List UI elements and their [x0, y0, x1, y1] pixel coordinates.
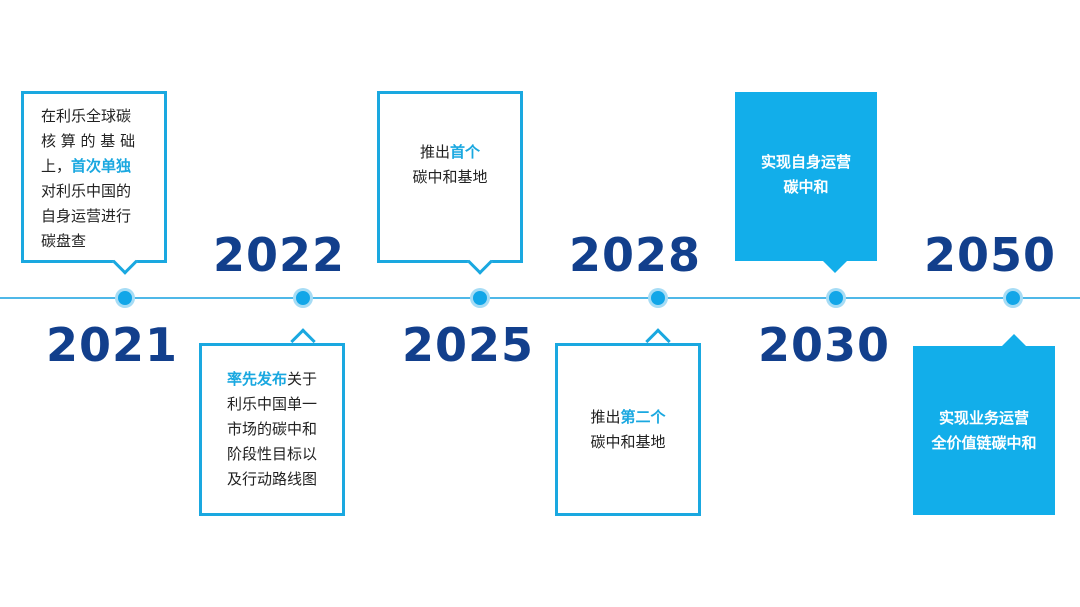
text-line: 推出 — [590, 407, 621, 426]
highlight-text: 首个 — [449, 143, 480, 161]
text-line: 对利乐中国的 — [41, 182, 132, 200]
highlight-text: 率先发布 — [226, 370, 287, 388]
text-line: 上， — [41, 157, 72, 175]
text-line: 碳中和基地 — [412, 168, 488, 186]
timeline-dot-2021 — [118, 291, 132, 305]
text-line: 市场的碳中和 — [226, 420, 317, 438]
highlight-text: 第二个 — [620, 407, 666, 426]
milestone-card-2028: 推出第二个 碳中和基地 — [555, 343, 701, 516]
milestone-card-2021: 在利乐全球碳 核 算 的 基 础 上，首次单独 对利乐中国的 自身运营进行 碳盘… — [21, 91, 167, 263]
year-label-2021: 2021 — [46, 318, 179, 372]
milestone-text-2025: 推出首个 碳中和基地 — [402, 94, 497, 190]
milestone-text-2030: 实现自身运营 碳中和 — [751, 92, 861, 200]
timeline-dot-2022 — [296, 291, 310, 305]
year-label-2030: 2030 — [758, 318, 891, 372]
year-label-2028: 2028 — [569, 228, 702, 282]
timeline-dot-2025 — [473, 291, 487, 305]
text-line: 利乐中国单一 — [226, 395, 317, 413]
highlight-text: 首次单独 — [71, 157, 132, 175]
pointer-up-2050 — [1002, 334, 1026, 346]
year-label-2022: 2022 — [213, 228, 346, 282]
text-line: 实现自身运营 — [760, 153, 851, 171]
text-line: 核 算 的 基 础 — [41, 132, 136, 150]
text-line: 在利乐全球碳 — [41, 107, 132, 125]
text-line: 碳中和基地 — [590, 432, 666, 451]
milestone-card-2025: 推出首个 碳中和基地 — [377, 91, 523, 263]
milestone-card-2022: 率先发布关于 利乐中国单一 市场的碳中和 阶段性目标以 及行动路线图 — [199, 343, 345, 516]
text-line: 实现业务运营 — [938, 408, 1029, 427]
milestone-card-2050: 实现业务运营 全价值链碳中和 — [913, 346, 1055, 515]
text-line: 碳盘查 — [41, 232, 87, 250]
milestone-card-2030: 实现自身运营 碳中和 — [735, 92, 877, 261]
milestone-text-2028: 推出第二个 碳中和基地 — [580, 405, 675, 455]
text-line: 推出 — [419, 143, 450, 161]
year-label-2025: 2025 — [402, 318, 535, 372]
text-line: 碳中和 — [783, 178, 829, 196]
text-line: 及行动路线图 — [226, 470, 317, 488]
timeline-dot-2028 — [651, 291, 665, 305]
timeline-dot-2050 — [1006, 291, 1020, 305]
timeline-dot-2030 — [829, 291, 843, 305]
text-line: 全价值链碳中和 — [931, 433, 1037, 452]
milestone-text-2050: 实现业务运营 全价值链碳中和 — [921, 406, 1046, 456]
milestone-text-2022: 率先发布关于 利乐中国单一 市场的碳中和 阶段性目标以 及行动路线图 — [217, 367, 327, 492]
milestone-text-2021: 在利乐全球碳 核 算 的 基 础 上，首次单独 对利乐中国的 自身运营进行 碳盘… — [24, 94, 135, 254]
text-line: 关于 — [287, 370, 318, 388]
year-label-2050: 2050 — [924, 228, 1057, 282]
timeline-axis — [0, 297, 1080, 299]
text-line: 自身运营进行 — [41, 207, 132, 225]
pointer-down-2030 — [823, 261, 847, 273]
text-line: 阶段性目标以 — [226, 445, 317, 463]
